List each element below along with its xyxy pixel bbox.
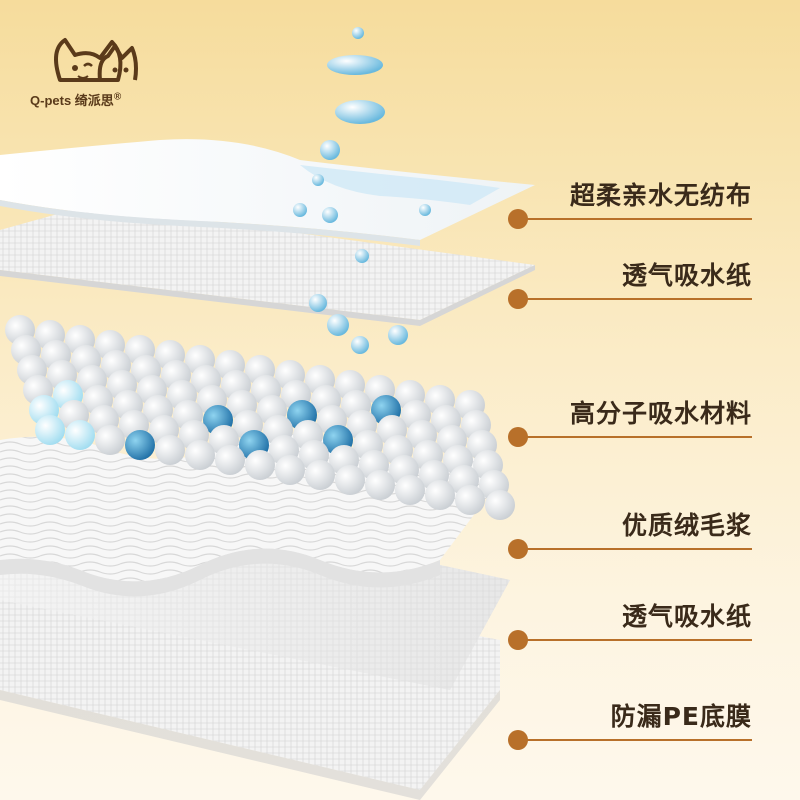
label-dot <box>508 630 528 650</box>
layer-label: 透气吸水纸 <box>621 602 752 631</box>
polymer-bead <box>275 455 305 485</box>
label-dot <box>508 209 528 229</box>
layer-label: 透气吸水纸 <box>621 261 752 290</box>
layer-label-row: 超柔亲水无纺布 <box>500 176 780 236</box>
polymer-bead <box>395 475 425 505</box>
water-drops <box>293 27 431 354</box>
layer-nonwoven-top <box>0 139 535 246</box>
polymer-bead <box>365 470 395 500</box>
label-line <box>520 548 752 550</box>
polymer-bead <box>455 485 485 515</box>
layer-label: 超柔亲水无纺布 <box>569 181 752 210</box>
registered-mark: ® <box>113 91 122 103</box>
label-line <box>520 739 752 741</box>
label-line <box>520 298 752 300</box>
brand-name-cn: 绮派思 <box>74 93 114 108</box>
brand-name: Q-pets 绮派思® <box>30 90 121 109</box>
polymer-bead <box>425 480 455 510</box>
layer-polymer-beads <box>5 315 515 520</box>
polymer-bead <box>95 425 125 455</box>
label-dot <box>508 289 528 309</box>
layer-label-row: 高分子吸水材料 <box>500 394 780 454</box>
layer-label: 防漏PE底膜 <box>610 702 752 731</box>
layer-labels: 超柔亲水无纺布 透气吸水纸 高分子吸水材料 优质绒毛浆 透气吸水纸 防漏PE底膜 <box>500 0 800 800</box>
label-dot <box>508 730 528 750</box>
diaper-layers-illustration <box>0 27 535 800</box>
polymer-bead <box>245 450 275 480</box>
layer-absorbent-paper-upper <box>0 205 535 326</box>
brand-name-en: Q-pets <box>30 93 72 108</box>
polymer-bead <box>215 445 245 475</box>
label-dot <box>508 539 528 559</box>
layer-label-row: 防漏PE底膜 <box>500 697 780 757</box>
cat-dog-logo-icon <box>54 38 138 82</box>
polymer-bead <box>125 430 155 460</box>
polymer-bead <box>65 420 95 450</box>
polymer-bead <box>485 490 515 520</box>
layer-label-row: 透气吸水纸 <box>500 256 780 316</box>
layer-label-row: 优质绒毛浆 <box>500 506 780 566</box>
polymer-bead <box>155 435 185 465</box>
polymer-bead <box>305 460 335 490</box>
polymer-bead <box>335 465 365 495</box>
layer-label: 高分子吸水材料 <box>569 399 752 428</box>
label-line <box>520 639 752 641</box>
polymer-bead <box>35 415 65 445</box>
label-line <box>520 436 752 438</box>
polymer-bead <box>185 440 215 470</box>
label-dot <box>508 427 528 447</box>
brand-logo: Q-pets 绮派思® <box>30 30 160 110</box>
layer-label: 优质绒毛浆 <box>621 511 752 540</box>
label-line <box>520 218 752 220</box>
layer-label-row: 透气吸水纸 <box>500 597 780 657</box>
